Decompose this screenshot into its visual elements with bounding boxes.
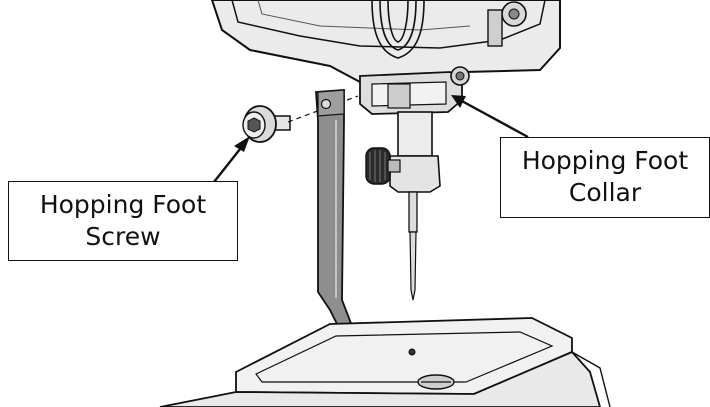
- callout-collar-line2: Collar: [568, 178, 642, 207]
- callout-collar-line1: Hopping Foot: [521, 146, 689, 175]
- screw-leader-arrow: [213, 136, 250, 183]
- presser-bar: [389, 111, 441, 193]
- needle-plate: [235, 317, 573, 395]
- machine-head: [210, 0, 561, 83]
- callout-screw-line1: Hopping Foot: [39, 190, 207, 219]
- thread-coil: [371, 0, 425, 59]
- hopping-foot-collar: [359, 66, 470, 115]
- collar-leader-arrow: [451, 95, 529, 139]
- needle-clamp-thumbscrew: [365, 147, 401, 185]
- hopping-foot-screw: [242, 105, 291, 143]
- callout-screw-line2: Screw: [85, 222, 161, 251]
- callout-hopping-foot-screw: Hopping Foot Screw: [8, 181, 238, 261]
- callout-hopping-foot-collar: Hopping Foot Collar: [500, 137, 710, 218]
- needle: [408, 191, 418, 301]
- machine-bed: [159, 350, 611, 407]
